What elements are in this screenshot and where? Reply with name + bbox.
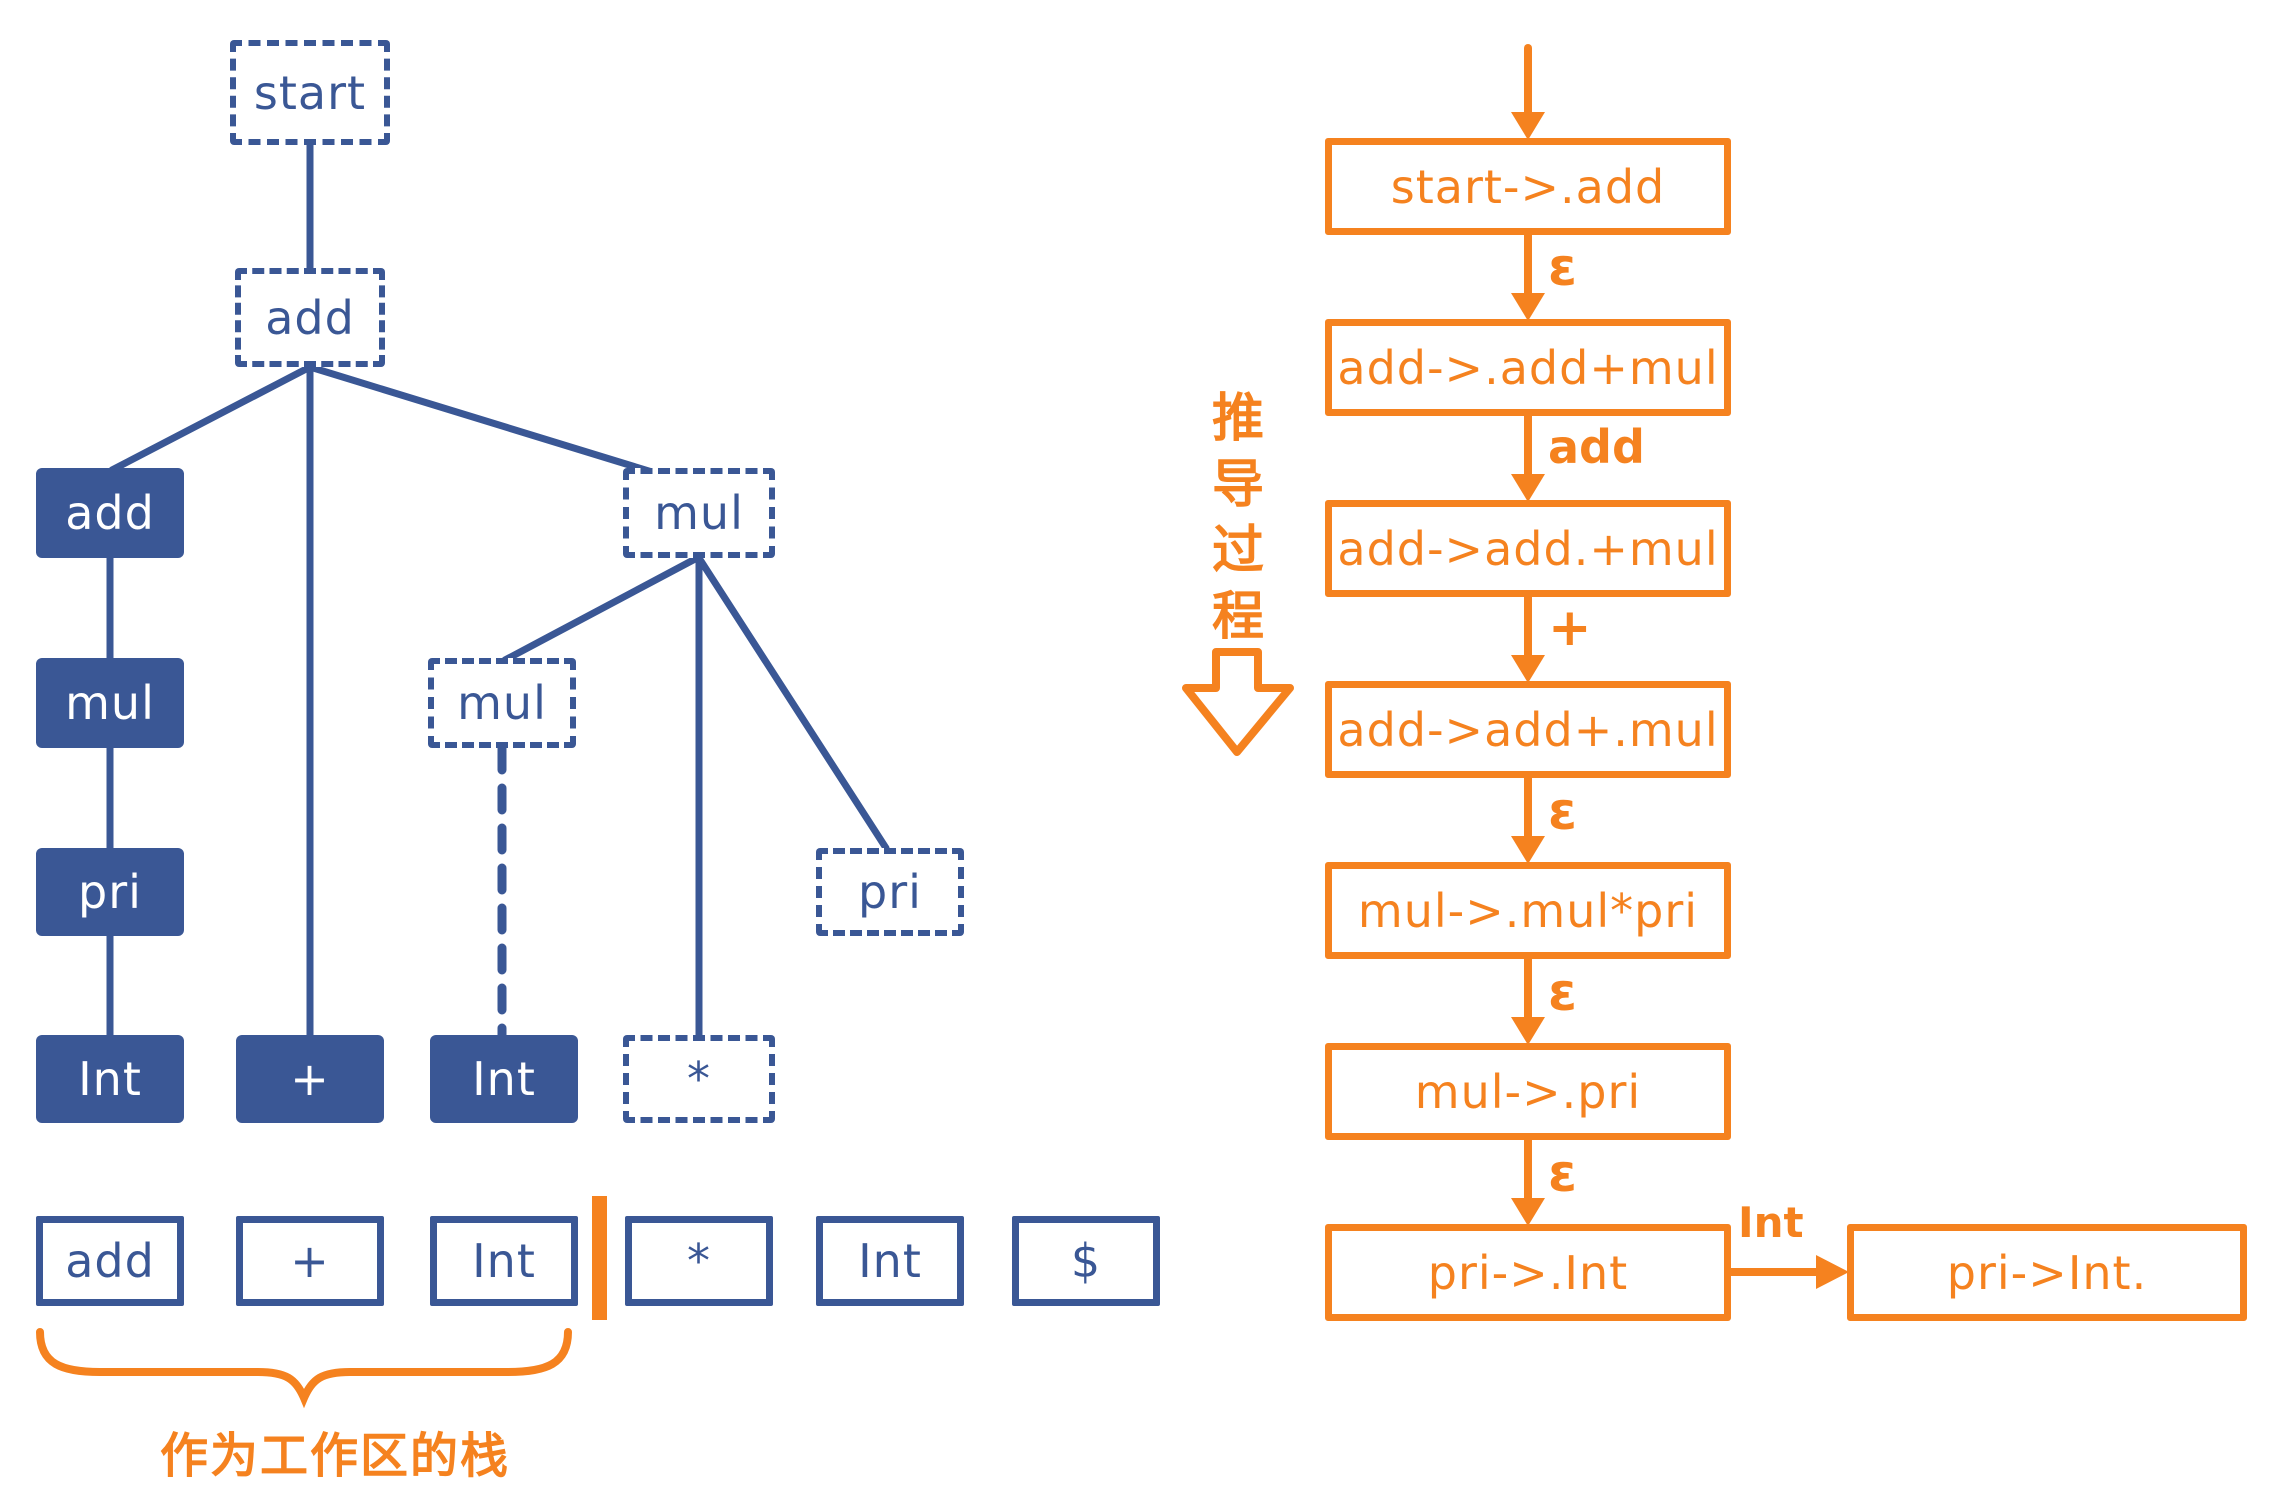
edge-label-plus: +: [1548, 598, 1592, 658]
derivation-step-2: add->.add+mul: [1325, 319, 1731, 416]
stack-cell-star: *: [625, 1216, 773, 1306]
stack-cell-add: add: [36, 1216, 184, 1306]
tree-node-mul-small-dashed: mul: [428, 658, 576, 748]
tree-node-pri: pri: [36, 848, 184, 936]
stack-cell-int1: Int: [430, 1216, 578, 1306]
tree-node-pri-dashed: pri: [816, 848, 964, 936]
edge-label-int: Int: [1738, 1198, 1804, 1247]
derivation-step-1: start->.add: [1325, 138, 1731, 235]
tree-node-add-dashed: add: [235, 268, 385, 367]
tree-leaf-star-dashed: *: [623, 1035, 775, 1123]
derivation-step-7: pri->.Int: [1325, 1224, 1731, 1321]
edge-label-epsilon-4: ε: [1548, 1144, 1577, 1204]
tree-node-add: add: [36, 468, 184, 558]
edge-label-epsilon-3: ε: [1548, 963, 1577, 1023]
derivation-step-4: add->add+.mul: [1325, 681, 1731, 778]
derivation-block-arrow-icon: [1182, 648, 1294, 756]
derivation-step-6: mul->.pri: [1325, 1043, 1731, 1140]
derivation-step-5: mul->.mul*pri: [1325, 862, 1731, 959]
derivation-step-3: add->add.+mul: [1325, 500, 1731, 597]
stack-cell-dollar: $: [1012, 1216, 1160, 1306]
tree-node-mul-dashed: mul: [623, 468, 775, 558]
derivation-step-8: pri->Int.: [1847, 1224, 2247, 1321]
stack-cell-plus: +: [236, 1216, 384, 1306]
stack-divider-bar: [592, 1196, 607, 1320]
stack-brace: [36, 1328, 572, 1409]
tree-leaf-plus: +: [236, 1035, 384, 1123]
stack-cell-int2: Int: [816, 1216, 964, 1306]
tree-leaf-int-mid: Int: [430, 1035, 578, 1123]
tree-node-mul: mul: [36, 658, 184, 748]
edge-label-add: add: [1548, 420, 1645, 474]
tree-node-start: start: [230, 40, 390, 145]
stack-brace-label: 作为工作区的栈: [159, 1428, 510, 1484]
edge-label-epsilon-1: ε: [1548, 238, 1577, 298]
edge-label-epsilon-2: ε: [1548, 782, 1577, 842]
derivation-side-label: 推导过程: [1211, 389, 1264, 647]
tree-leaf-int-left: Int: [36, 1035, 184, 1123]
